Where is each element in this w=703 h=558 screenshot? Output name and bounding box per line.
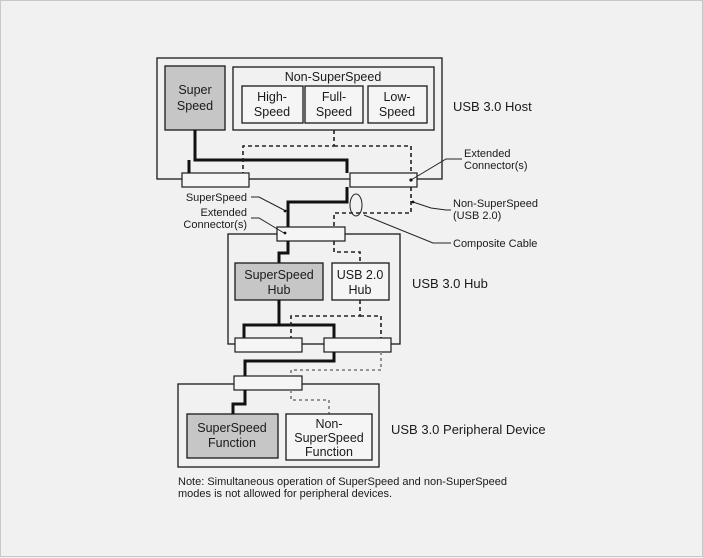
- host-non-superspeed-group-label: Non-SuperSpeed: [285, 70, 382, 84]
- hub-upstream-connector: [276, 226, 346, 242]
- low-speed-label-1: Low-: [383, 90, 410, 104]
- host-connector-right: [349, 172, 418, 188]
- superspeed-callout-label: SuperSpeed: [186, 192, 247, 204]
- host-non-superspeed-line-right: [334, 145, 412, 173]
- host-non-superspeed-line-left: [242, 130, 335, 173]
- usb3-host-label: USB 3.0 Host: [453, 99, 532, 114]
- hub-downstream-connector-right: [323, 337, 392, 353]
- composite-cable-leader: [363, 214, 451, 244]
- cable2-non-superspeed-line: [290, 352, 382, 376]
- host-superspeed-label-2: Speed: [177, 99, 213, 113]
- extended-connector-left-label-2: Connector(s): [183, 219, 247, 231]
- superspeed-function-label-2: Function: [208, 436, 256, 450]
- superspeed-function-block: [186, 413, 279, 459]
- host-superspeed-label-1: Super: [178, 83, 211, 97]
- cable2-superspeed-line: [243, 352, 336, 376]
- hub-upstream-superspeed-line: [277, 241, 290, 263]
- full-speed-label-1: Full-: [322, 90, 346, 104]
- composite-cable-marker: [349, 193, 363, 217]
- extended-connector-right-label-2: Connector(s): [464, 160, 528, 172]
- hub-downstream-superspeed-left: [242, 300, 281, 338]
- host-superspeed-block: [164, 65, 226, 131]
- usb3-hub-label: USB 3.0 Hub: [412, 276, 488, 291]
- usb2-hub-label-1: USB 2.0: [337, 268, 384, 282]
- peripheral-connector: [233, 375, 303, 391]
- high-speed-label-1: High-: [257, 90, 287, 104]
- non-superspeed-usb2-dot: [411, 200, 415, 204]
- non-superspeed-usb2-label-1: Non-SuperSpeed: [453, 198, 538, 210]
- host-connector-left: [181, 172, 250, 188]
- non-superspeed-function-label-3: Function: [305, 445, 353, 459]
- full-speed-block: [304, 85, 364, 124]
- hub-downstream-connector-left: [234, 337, 303, 353]
- hub-upstream-non-superspeed-line: [333, 241, 361, 263]
- composite-cable-label: Composite Cable: [453, 238, 537, 250]
- hub-downstream-non-superspeed-right: [360, 315, 382, 338]
- extended-connector-left-leader: [251, 217, 285, 234]
- host-superspeed-line: [193, 130, 349, 173]
- cable-superspeed-line: [286, 187, 349, 227]
- non-superspeed-function-label-2: SuperSpeed: [294, 431, 364, 445]
- extended-connector-left-dot: [283, 231, 287, 235]
- non-superspeed-usb2-label-2: (USB 2.0): [453, 210, 501, 222]
- high-speed-block: [241, 85, 304, 124]
- cable-non-superspeed-line: [333, 187, 412, 227]
- full-speed-label-2: Speed: [316, 105, 352, 119]
- superspeed-hub-label-2: Hub: [268, 283, 291, 297]
- extended-connector-right-leader: [410, 158, 462, 181]
- non-superspeed-function-block: [285, 413, 373, 461]
- usb2-hub-label-2: Hub: [349, 283, 372, 297]
- extended-connector-right-dot: [409, 178, 413, 182]
- superspeed-hub-block: [234, 262, 324, 301]
- usb2-hub-block: [331, 262, 390, 301]
- note-line-1: Note: Simultaneous operation of SuperSpe…: [178, 476, 507, 488]
- hub-downstream-superspeed-right: [279, 323, 336, 338]
- superspeed-callout-leader: [251, 196, 285, 211]
- extended-connector-left-label-1: Extended: [201, 207, 247, 219]
- non-superspeed-usb2-leader: [412, 201, 451, 211]
- hub-downstream-non-superspeed-left: [290, 300, 361, 338]
- extended-connector-right-label-1: Extended: [464, 148, 510, 160]
- note-line-2: modes is not allowed for peripheral devi…: [178, 488, 392, 500]
- non-superspeed-function-label-1: Non-: [315, 417, 342, 431]
- low-speed-label-2: Speed: [379, 105, 415, 119]
- low-speed-block: [367, 85, 428, 124]
- superspeed-function-label-1: SuperSpeed: [197, 421, 267, 435]
- peripheral-non-superspeed-line: [290, 390, 330, 414]
- superspeed-hub-label-1: SuperSpeed: [244, 268, 314, 282]
- high-speed-label-2: Speed: [254, 105, 290, 119]
- peripheral-superspeed-line: [231, 390, 247, 414]
- superspeed-callout-dot: [283, 209, 287, 213]
- usb3-peripheral-label: USB 3.0 Peripheral Device: [391, 422, 546, 437]
